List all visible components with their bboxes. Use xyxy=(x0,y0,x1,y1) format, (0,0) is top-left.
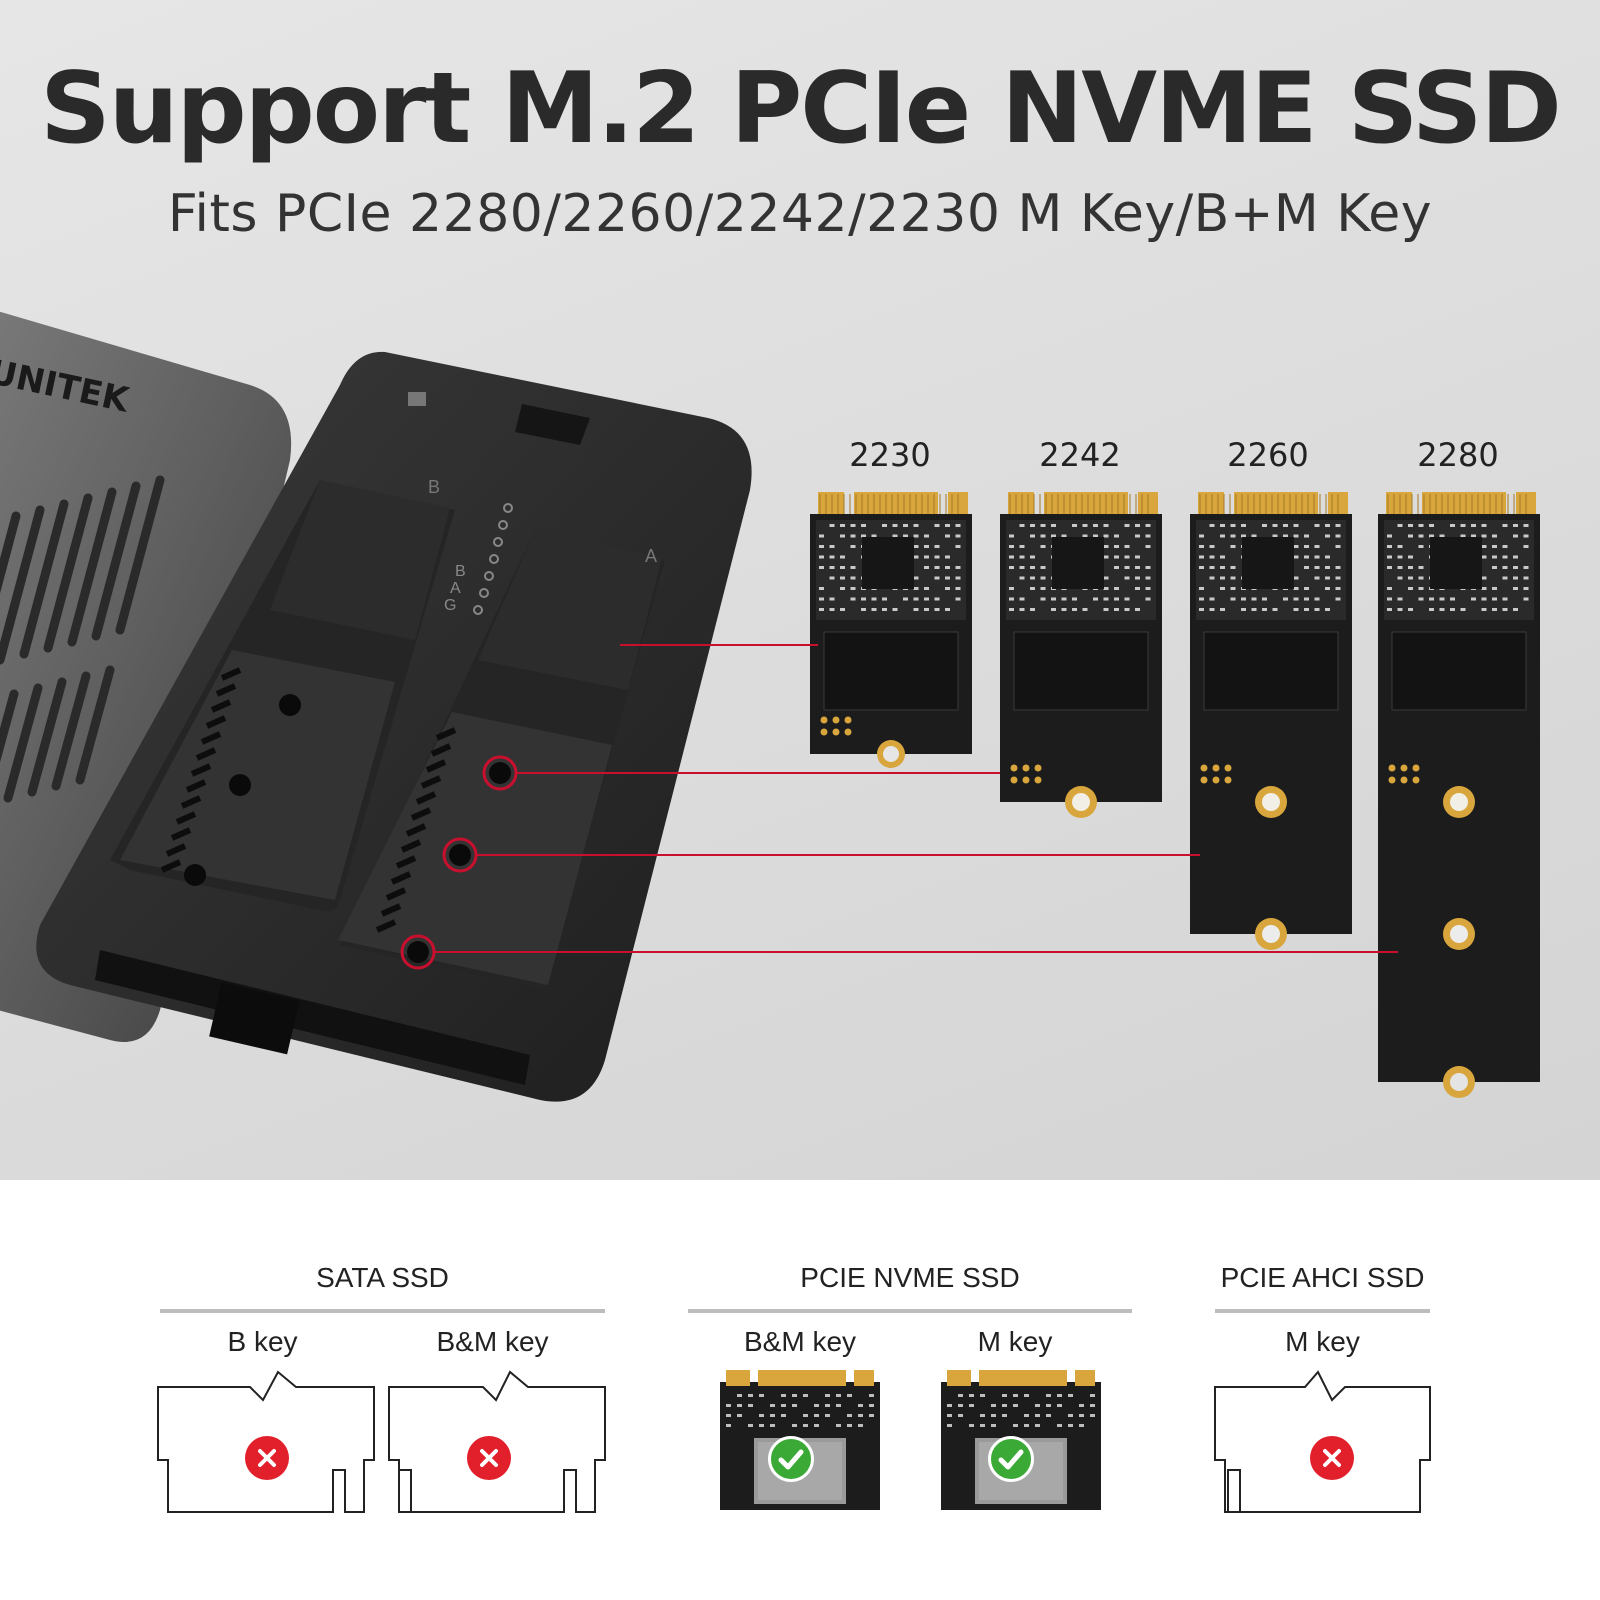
ssd-modules xyxy=(810,492,1540,1098)
key-label-sata-bm: B&M key xyxy=(436,1326,549,1357)
group-title-sata: SATA SSD xyxy=(316,1262,449,1293)
ssd-2242 xyxy=(1000,492,1162,818)
led-label-b: B xyxy=(455,563,466,580)
ssd-2280 xyxy=(1378,492,1540,1098)
key-label-sata-b: B key xyxy=(227,1326,298,1357)
size-label-2280: 2280 xyxy=(1417,436,1499,474)
unsupported-icon xyxy=(245,1436,289,1480)
group-divider xyxy=(688,1309,1132,1313)
led-label-g: G xyxy=(444,597,456,614)
size-label-2260: 2260 xyxy=(1227,436,1309,474)
key-label-nvme-bm: B&M key xyxy=(743,1326,857,1357)
size-label-2230: 2230 xyxy=(849,436,931,474)
ssd-2260 xyxy=(1190,492,1352,950)
slot-b-label: B xyxy=(428,477,440,497)
product-illustration: UNITEK xyxy=(0,311,1540,1102)
group-title-ahci: PCIE AHCI SSD xyxy=(1220,1262,1425,1293)
slot-a-label: A xyxy=(645,546,657,566)
supported-check-icon xyxy=(768,1436,814,1482)
ssd-2230 xyxy=(810,492,972,768)
group-divider xyxy=(1215,1309,1430,1313)
supported-check-icon xyxy=(988,1436,1034,1482)
size-connector-lines xyxy=(434,644,1398,953)
status-leds xyxy=(473,503,513,615)
page-subtitle: Fits PCIe 2280/2260/2242/2230 M Key/B+M … xyxy=(167,184,1433,244)
size-label-2242: 2242 xyxy=(1039,436,1121,474)
key-label-ahci-m: M key xyxy=(1285,1326,1360,1357)
aluminium-shell: UNITEK xyxy=(0,311,292,1042)
led-label-a: A xyxy=(450,580,461,597)
unsupported-icon xyxy=(1310,1436,1354,1480)
enclosure-tray: B A B A G xyxy=(36,351,752,1102)
key-label-nvme-m: M key xyxy=(977,1326,1053,1357)
vent-slots xyxy=(0,475,165,803)
page-title: Support M.2 PCIe NVME SSD xyxy=(40,52,1562,166)
group-divider xyxy=(160,1309,605,1313)
group-title-nvme: PCIE NVME SSD xyxy=(800,1262,1020,1293)
unsupported-icon xyxy=(467,1436,511,1480)
hero-section: UNITEK xyxy=(0,0,1600,1180)
ssd-ribs xyxy=(160,667,457,933)
